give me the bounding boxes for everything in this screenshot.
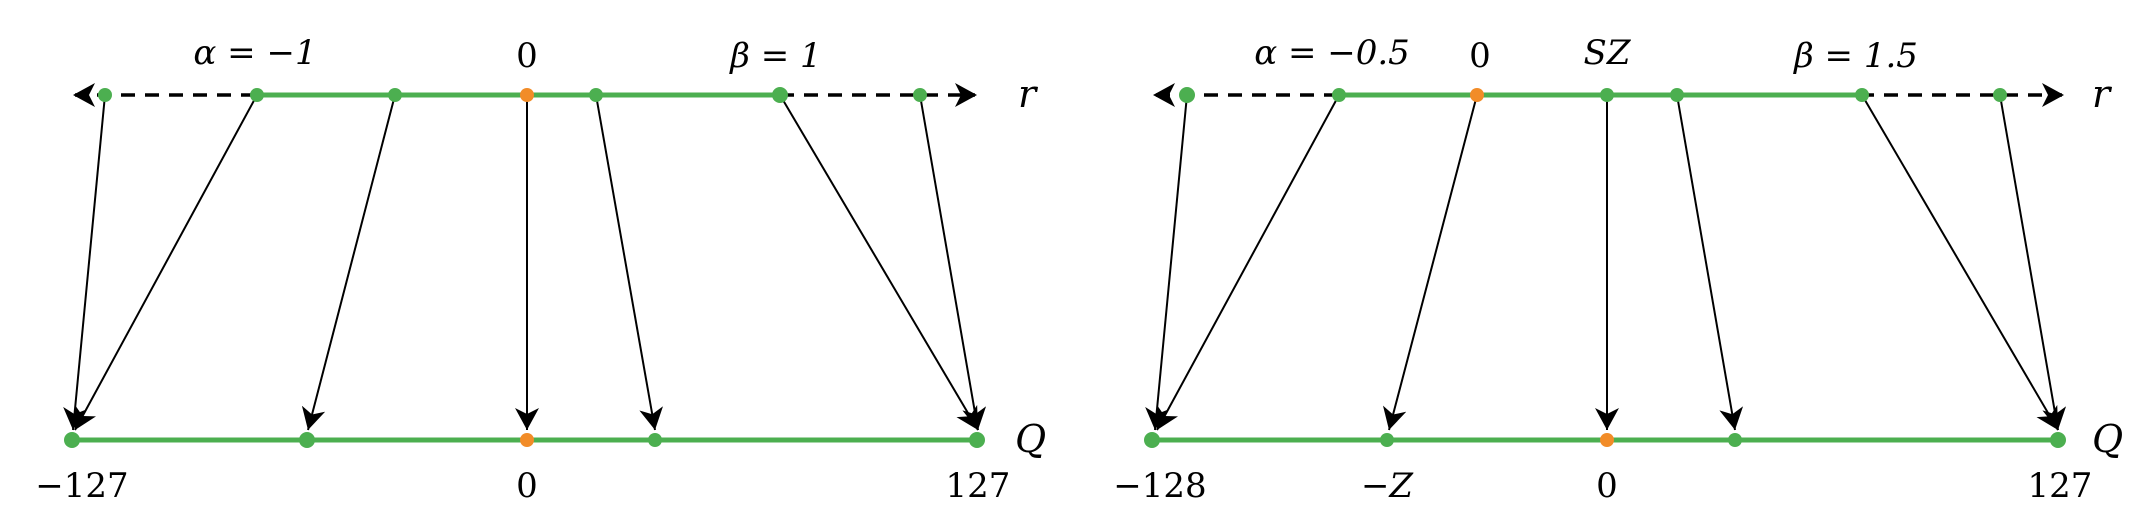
top-point-zero (1470, 88, 1484, 102)
mapping-arrow (919, 94, 987, 431)
bottom-zero-label: 0 (516, 466, 538, 506)
bottom-point (648, 433, 662, 447)
bottom-point-min (64, 432, 80, 448)
mapping-arrow (595, 94, 664, 431)
top-point (388, 88, 402, 102)
top-point (589, 88, 603, 102)
mapping-arrow (63, 94, 106, 431)
mapping-arrow (1861, 94, 2059, 431)
bottom-point-neg-z (1380, 433, 1394, 447)
mapping-arrow (1156, 94, 1340, 431)
bottom-point (1728, 433, 1742, 447)
bottom-point-max (2050, 432, 2066, 448)
bottom-point-max (969, 432, 985, 448)
top-axis-label: r (2092, 72, 2113, 116)
top-point (1179, 87, 1195, 103)
mapping-arrow (74, 94, 258, 431)
sz-label: SZ (1584, 33, 1632, 73)
asymmetric-diagram: α = −0.5 0 SZ β = 1.5 r Q −128 −Z 0 127 (1113, 33, 2123, 506)
top-point-beta (1855, 88, 1869, 102)
bottom-point-zero (1600, 433, 1614, 447)
alpha-label: α = −0.5 (1254, 33, 1410, 73)
mapping-arrow (779, 94, 979, 431)
mapping-arrow (1145, 94, 1188, 431)
bottom-max-label: 127 (2028, 466, 2093, 506)
bottom-axis-label: Q (1015, 417, 1046, 461)
alpha-label: α = −1 (193, 33, 316, 73)
top-zero-label: 0 (1469, 36, 1491, 76)
top-zero-label: 0 (516, 36, 538, 76)
bottom-point (299, 432, 315, 448)
top-point (1993, 88, 2007, 102)
bottom-min-label: −127 (35, 466, 128, 506)
top-point (913, 88, 927, 102)
bottom-point-min (1144, 432, 1160, 448)
mapping-arrow (1382, 94, 1478, 431)
top-point-beta (772, 87, 788, 103)
symmetric-diagram: α = −1 0 β = 1 r Q −127 0 127 (35, 33, 1046, 506)
bottom-min-label: −128 (1113, 466, 1206, 506)
top-point-alpha (250, 88, 264, 102)
top-point-alpha (1332, 88, 1346, 102)
bottom-max-label: 127 (946, 466, 1011, 506)
top-point-zero (520, 88, 534, 102)
bottom-neg-z-label: −Z (1361, 466, 1414, 506)
top-point (98, 88, 112, 102)
bottom-point-zero (520, 433, 534, 447)
beta-label: β = 1.5 (1792, 36, 1918, 76)
mapping-arrow (301, 94, 396, 431)
bottom-zero-label: 0 (1596, 466, 1618, 506)
top-point (1670, 88, 1684, 102)
beta-label: β = 1 (728, 36, 821, 76)
mapping-arrow (1999, 94, 2067, 431)
top-point-sz (1600, 88, 1614, 102)
bottom-axis-label: Q (2092, 417, 2123, 461)
top-axis-label: r (1018, 72, 1039, 116)
mapping-arrow (1676, 94, 1744, 431)
